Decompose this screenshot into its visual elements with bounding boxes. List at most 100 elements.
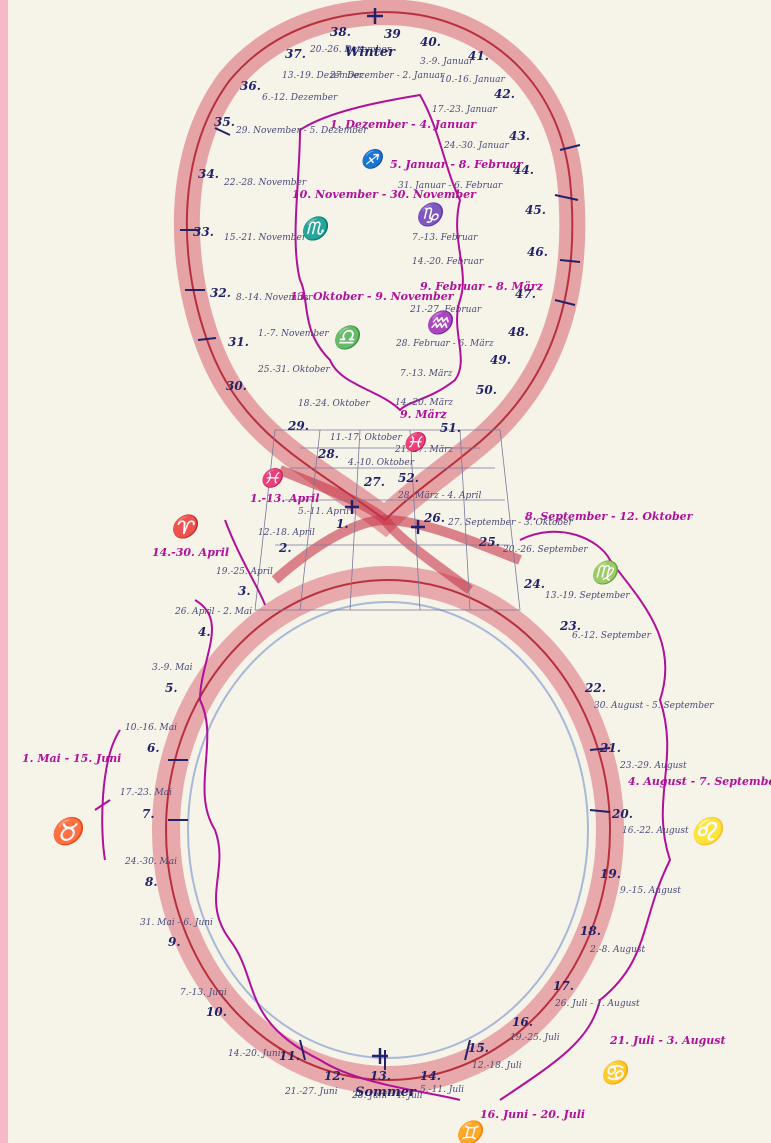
lower-loop-inner: [188, 602, 588, 1058]
date-week-2: 12.-18. April: [258, 528, 315, 538]
date-week-28: 11.-17. Oktober: [330, 433, 402, 443]
date-week-43: 24.-30. Januar: [443, 141, 509, 151]
week-21: 21.: [599, 741, 621, 755]
week-49: 49.: [490, 353, 511, 367]
leo-range: 4. August - 7. September: [628, 775, 771, 788]
week-24: 24.: [523, 577, 545, 591]
pisces-2-symbol: ♓: [260, 467, 286, 489]
date-week-24: 13.-19. September: [545, 591, 630, 601]
libra-symbol: ♎: [332, 325, 364, 351]
date-week-50: 14.-20. März: [395, 398, 453, 408]
ring-ticks: [168, 128, 610, 1070]
week-28: 28.: [317, 447, 339, 461]
date-week-42: 17.-23. Januar: [432, 105, 497, 115]
season-winter: Winter: [345, 45, 396, 60]
aquarius-symbol: ♒: [425, 310, 457, 336]
week-7: 7.: [142, 807, 155, 821]
aquarius-range: 9. Februar - 8. März: [420, 280, 544, 293]
capricorn-symbol: ♑: [415, 202, 447, 228]
virgo-symbol: ♍: [590, 560, 622, 586]
pisces-range: 9. März: [400, 408, 447, 421]
capricorn-range: 5. Januar - 8. Februar: [390, 158, 524, 171]
week-30: 30.: [226, 379, 247, 393]
week-16: 16.: [512, 1015, 533, 1029]
week-38: 38.: [330, 25, 351, 39]
date-week-33: 15.-21. November: [224, 233, 307, 243]
date-week-48: 28. Februar - 6. März: [395, 339, 494, 349]
date-week-41: 10.-16. Januar: [440, 75, 505, 85]
week-1: 1.: [336, 517, 349, 531]
week-6: 6.: [147, 741, 160, 755]
date-week-15: 12.-18. Juli: [472, 1061, 522, 1071]
week-48: 48.: [508, 325, 529, 339]
week-15: 15.: [468, 1041, 489, 1055]
week-46: 46.: [527, 245, 548, 259]
date-week-23: 6.-12. September: [572, 631, 652, 641]
week-34: 34.: [198, 167, 219, 181]
gemini-range: 16. Juni - 20. Juli: [480, 1108, 585, 1121]
scorpio-range: 10. November - 30. November: [292, 188, 477, 201]
week-52: 52.: [398, 471, 419, 485]
taurus-range: 1. Mai - 15. Juni: [22, 752, 121, 765]
date-week-7: 17.-23. Mai: [120, 788, 172, 798]
week-12: 12.: [324, 1069, 345, 1083]
week-43: 43.: [509, 129, 530, 143]
date-week-6: 10.-16. Mai: [125, 723, 177, 733]
date-week-4: 26. April - 2. Mai: [174, 607, 252, 617]
date-week-27: 4.-10. Oktober: [347, 458, 415, 468]
sagittarius-symbol: ♐: [360, 148, 386, 170]
cancer-range: 21. Juli - 3. August: [609, 1034, 726, 1047]
pisces-symbol: ♓: [403, 431, 429, 453]
virgo-range: 8. September - 12. Oktober: [525, 510, 694, 523]
date-week-52: 28. März - 4. April: [397, 491, 481, 501]
week-8: 8.: [145, 875, 158, 889]
date-week-45: 7.-13. Februar: [412, 233, 478, 243]
week-36: 36.: [240, 79, 261, 93]
week-3: 3.: [238, 584, 251, 598]
week-37: 37.: [285, 47, 306, 61]
week-10: 10.: [206, 1005, 227, 1019]
cancer-symbol: ♋: [600, 1060, 632, 1086]
date-week-46: 14.-20. Februar: [412, 257, 484, 267]
date-week-14: 5.-11. Juli: [420, 1085, 464, 1095]
date-week-36: 6.-12. Dezember: [262, 93, 338, 103]
date-week-29: 18.-24. Oktober: [298, 399, 370, 409]
week-50: 50.: [476, 383, 497, 397]
week-13: 13.: [370, 1069, 391, 1083]
date-week-17: 26. Juli - 1. August: [554, 999, 640, 1009]
leo-symbol: ♌: [690, 816, 727, 847]
week-22: 22.: [584, 681, 606, 695]
week-2: 2.: [278, 541, 292, 555]
date-week-40: 3.-9. Januar: [420, 57, 474, 67]
date-week-9: 31. Mai - 6. Juni: [140, 918, 213, 928]
week-9: 9.: [168, 935, 181, 949]
date-week-19: 9.-15. August: [620, 886, 681, 896]
date-week-20: 16.-22. August: [622, 826, 689, 836]
date-week-49: 7.-13. März: [400, 369, 453, 379]
scorpio-symbol: ♏: [300, 216, 332, 242]
date-week-11: 14.-20. Juni: [228, 1049, 281, 1059]
date-week-10: 7.-13. Juni: [180, 988, 227, 998]
pisces-2-range: 1.-13. April: [250, 492, 319, 505]
date-week-12: 21.-27. Juni: [284, 1087, 338, 1097]
gemini-symbol: ♊: [455, 1120, 487, 1143]
week-20: 20.: [611, 807, 633, 821]
season-sommer: Sommer: [355, 1085, 417, 1100]
date-week-5: 3.-9. Mai: [152, 663, 193, 673]
week-19: 19.: [600, 867, 621, 881]
lower-loop-band: [166, 580, 610, 1080]
week-17: 17.: [553, 979, 574, 993]
week-27: 27.: [363, 475, 385, 489]
week-51: 51.: [440, 421, 461, 435]
date-week-30: 25.-31. Oktober: [257, 365, 330, 375]
date-week-39: 27. Dezember - 2. Januar: [329, 71, 445, 81]
aries-symbol: ♈: [170, 514, 202, 540]
week-35: 35.: [214, 115, 235, 129]
taurus-symbol: ♉: [50, 816, 87, 847]
week-40: 40.: [420, 35, 441, 49]
week-4: 4.: [198, 625, 211, 639]
week-31: 31.: [228, 335, 249, 349]
week-33: 33.: [193, 225, 214, 239]
week-18: 18.: [580, 924, 601, 938]
